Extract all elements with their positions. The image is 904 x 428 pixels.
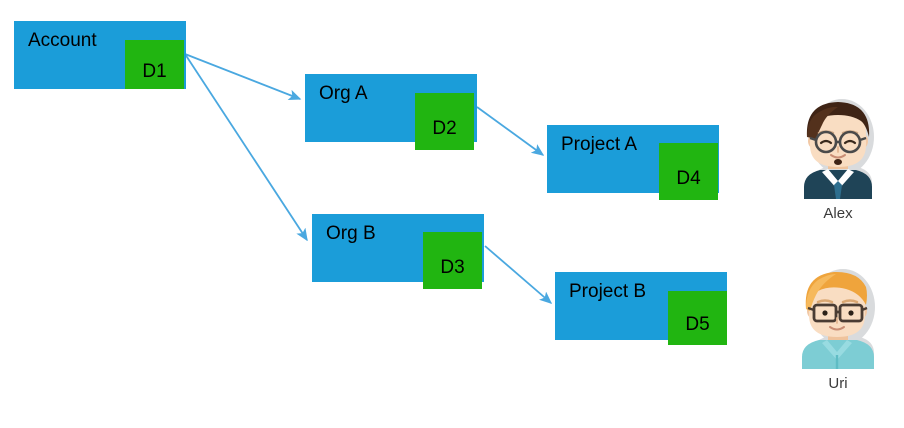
node-project-b-badge-label: D5 (685, 314, 710, 335)
person-avatar-icon-uri (786, 265, 890, 369)
person-uri[interactable]: Uri (786, 265, 890, 393)
edge-org-b-to-project-b (484, 245, 553, 304)
person-uri-name: Uri (828, 375, 848, 392)
node-project-b-badge-d5[interactable]: D5 (668, 291, 727, 345)
node-account-label: Account (28, 30, 97, 51)
node-org-a-badge-d2[interactable]: D2 (415, 93, 474, 150)
edge-org-a-to-project-a (476, 106, 545, 156)
node-org-b-badge-label: D3 (440, 256, 465, 278)
node-project-a-badge-d4[interactable]: D4 (659, 143, 718, 200)
node-project-a-label: Project A (561, 134, 638, 155)
node-org-b-label: Org B (326, 223, 376, 244)
node-project-a-badge-label: D4 (676, 167, 701, 189)
node-account-badge-label: D1 (142, 60, 167, 82)
node-account-badge-d1[interactable]: D1 (125, 40, 184, 89)
person-avatar-icon-alex (786, 95, 890, 199)
edge-account-to-org-a (184, 53, 302, 100)
node-project-b-label: Project B (569, 281, 647, 302)
person-alex-name: Alex (823, 205, 853, 222)
node-org-b-badge-d3[interactable]: D3 (423, 232, 482, 289)
person-alex[interactable]: Alex (786, 95, 890, 223)
edge-account-to-org-b (184, 53, 308, 242)
node-org-a-label: Org A (319, 83, 368, 104)
node-org-a-badge-label: D2 (432, 117, 457, 139)
